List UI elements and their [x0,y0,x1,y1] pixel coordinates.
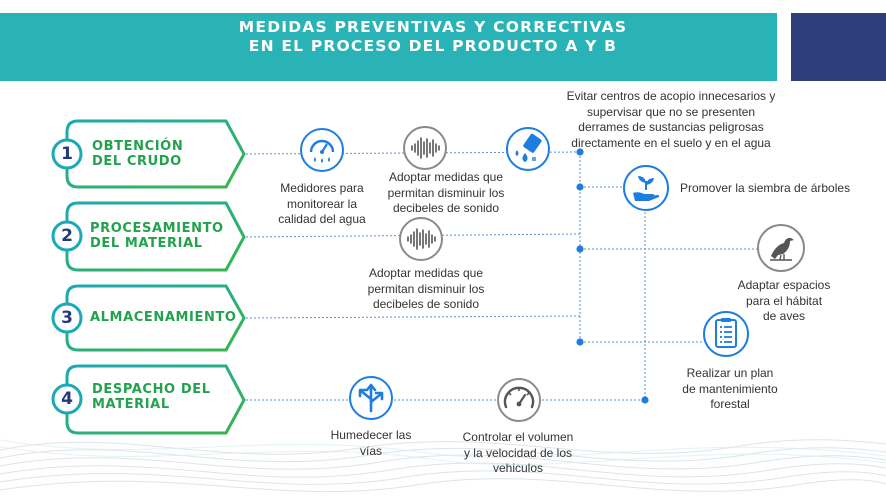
step-2-number: 2 [61,226,73,246]
title-line-1: MEDIDAS PREVENTIVAS Y CORRECTIVAS [238,18,628,36]
forest-caption: Realizar un plan de mantenimiento forest… [682,366,778,411]
sound-wave-icon-1 [403,126,447,170]
water-gauge-icon [300,128,344,172]
road-directions-icon [349,376,393,420]
step-3-number: 3 [61,308,73,328]
step-3-shape [65,284,246,352]
step-4-shape [65,364,246,435]
step-1-number-circle [51,138,83,170]
step-4-number-circle [51,383,83,415]
noise2-caption: Adoptar medidas que permitan disminuir l… [367,266,485,311]
step-2-number-circle [51,220,83,252]
corner-block [791,13,886,81]
title-line-2: EN EL PROCESO DEL PRODUCTO A Y B [248,37,618,55]
trees-caption: Promover la siembra de árboles [680,181,851,195]
header-banner [0,13,777,81]
step-1-shape [65,119,246,189]
roads-caption: Humedecer las vías [330,428,412,458]
step-1-label: OBTENCIÓN DEL CRUDO [92,139,184,169]
page-title: MEDIDAS PREVENTIVAS Y CORRECTIVAS EN EL … [0,18,866,56]
speedometer-icon [497,378,541,422]
birds-caption: Adaptar espacios para el hábitat de aves [737,278,831,323]
step-3-number-circle [51,302,83,334]
bird-icon [757,224,805,272]
step-3-label: ALMACENAMIENTO [90,310,237,325]
speed-caption: Controlar el volumen y la velocidad de l… [462,430,574,475]
spill-icon [506,127,550,171]
step-4-number: 4 [61,389,73,409]
water-caption: Medidores para monitorear la calidad del… [278,181,366,226]
sound-wave-icon-2 [399,217,443,261]
step-2-label: PROCESAMIENTO DEL MATERIAL [90,221,224,251]
plant-hand-icon [623,165,669,211]
noise1-caption: Adoptar medidas que permitan disminuir l… [387,170,505,215]
checklist-icon [703,311,749,357]
step-1-number: 1 [61,144,73,164]
step-4-label: DESPACHO DEL MATERIAL [92,382,211,412]
spill-caption: Evitar centros de acopio innecesarios y … [566,89,776,150]
step-2-shape [65,201,246,272]
